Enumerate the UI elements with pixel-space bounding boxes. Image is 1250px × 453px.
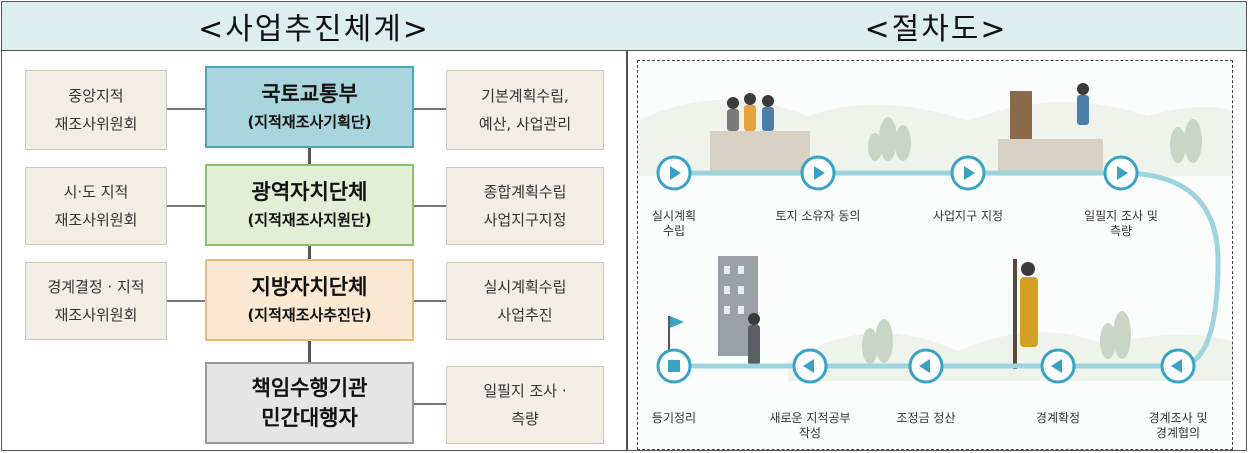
committee-line-2: 재조사위원회	[54, 306, 138, 324]
role-box-ministry: 기본계획수립, 예산, 사업관리	[446, 70, 604, 150]
surveyor-figure-icon	[1010, 83, 1089, 139]
step-label-district: 사업지구 지정	[933, 209, 1003, 224]
tree-cluster-icon	[862, 117, 1202, 364]
role-box-regional-gov: 종합계획수립 사업지구지정	[446, 167, 604, 245]
building-icon	[718, 256, 760, 365]
committee-box-province: 시·도 지적 재조사위원회	[25, 167, 167, 245]
flag-icon	[668, 316, 684, 351]
connector-h-right-0	[414, 108, 446, 110]
step-label-boundary-fix: 경계확정	[1036, 411, 1080, 426]
step-label-new-cadastre: 새로운 지적공부 작성	[769, 411, 850, 441]
step-label-line: 실시계획	[651, 209, 697, 223]
main-box-subtitle: 민간대행자	[261, 406, 358, 430]
step-label-boundary-survey: 경계조사 및 경계협의	[1148, 411, 1207, 441]
main-box-title: 지방자치단체	[251, 275, 368, 299]
role-line-2: 예산, 사업관리	[478, 115, 572, 133]
step-label-line: 토지 소유자 동의	[775, 209, 861, 223]
step-node-top-icon	[800, 155, 836, 191]
role-line-2: 사업지구지정	[483, 211, 567, 229]
step-label-consent: 토지 소유자 동의	[776, 209, 861, 224]
step-label-settlement: 조정금 정산	[896, 411, 955, 426]
panel-divider	[626, 50, 628, 450]
connector-h-right-1	[414, 205, 446, 207]
step-node-bottom-icon	[908, 348, 944, 384]
platform-shape	[710, 131, 810, 171]
step-node-bottom-icon	[1160, 348, 1196, 384]
connector-v2	[308, 244, 311, 262]
role-line-2: 사업추진	[497, 306, 553, 324]
committee-line-2: 재조사위원회	[54, 211, 138, 229]
procedure-flow: 실시계획 수립 토지 소유자 동의 사업지구 지정 일필지 조사 및 측량 등기…	[637, 60, 1233, 450]
main-box-title: 책임수행기관	[251, 376, 368, 400]
left-panel-title: <사업추진체계>	[2, 2, 627, 51]
flow-illustration	[638, 83, 1232, 384]
committee-line-1: 시·도 지적	[63, 183, 129, 201]
role-line-1: 실시계획수립	[483, 278, 567, 296]
role-line-2: 측량	[511, 410, 539, 428]
connector-v3	[308, 339, 311, 362]
step-label-line: 일필지 조사 및	[1084, 209, 1158, 223]
main-box-title: 국토교통부	[261, 82, 358, 106]
committee-line-1: 경계결정 · 지적	[47, 278, 145, 296]
committee-line-2: 재조사위원회	[54, 115, 138, 133]
step-node-top-icon	[950, 155, 986, 191]
committee-box-central: 중앙지적 재조사위원회	[25, 70, 167, 150]
role-line-1: 종합계획수립	[483, 183, 567, 201]
step-label-plan: 실시계획 수립	[652, 209, 696, 239]
committee-line-1: 중앙지적	[68, 87, 124, 105]
surveyor-figure-icon	[1013, 259, 1038, 369]
step-node-top-icon	[656, 155, 692, 191]
role-box-agency: 일필지 조사 · 측량	[446, 366, 604, 444]
step-label-line: 조정금 정산	[896, 411, 956, 425]
main-box-subtitle: (지적재조사기획단)	[247, 113, 372, 131]
connector-v1	[308, 148, 311, 166]
step-node-bottom-icon	[792, 348, 828, 384]
step-label-line: 등기정리	[651, 411, 697, 425]
main-box-regional-gov: 광역자치단체 (지적재조사지원단)	[205, 164, 414, 246]
step-label-line: 새로운 지적공부	[769, 411, 851, 425]
main-box-ministry: 국토교통부 (지적재조사기획단)	[205, 66, 414, 148]
step-label-line: 수립	[662, 224, 686, 238]
connector-h-right-2	[414, 300, 446, 302]
platform-shape	[998, 139, 1103, 171]
step-node-bottom-icon	[1040, 348, 1076, 384]
people-figure-icon	[727, 93, 774, 131]
role-line-1: 일필지 조사 ·	[483, 382, 567, 400]
connector-h-right-3	[414, 403, 446, 405]
step-label-line: 경계조사 및	[1148, 411, 1208, 425]
main-box-agency: 책임수행기관 민간대행자	[205, 362, 414, 444]
step-label-line: 사업지구 지정	[932, 209, 1004, 223]
step-node-end-icon	[656, 348, 692, 384]
step-label-line: 경계협의	[1155, 426, 1201, 440]
committee-box-local: 경계결정 · 지적 재조사위원회	[25, 262, 167, 340]
connector-h-left-2	[167, 300, 205, 302]
role-line-1: 기본계획수립,	[481, 87, 569, 105]
step-label-registry: 등기정리	[652, 411, 696, 426]
connector-h-left-1	[167, 205, 205, 207]
main-box-local-gov: 지방자치단체 (지적재조사추진단)	[205, 259, 414, 341]
step-label-line: 작성	[798, 426, 822, 440]
main-box-subtitle: (지적재조사추진단)	[247, 306, 372, 324]
step-label-line: 경계확정	[1035, 411, 1081, 425]
connector-h-left-0	[167, 108, 205, 110]
main-box-subtitle: (지적재조사지원단)	[247, 211, 372, 229]
step-node-top-icon	[1103, 155, 1139, 191]
flow-track	[668, 170, 1221, 369]
role-box-local-gov: 실시계획수립 사업추진	[446, 262, 604, 340]
right-panel-title: <절차도>	[626, 2, 1246, 51]
step-label-survey: 일필지 조사 및 측량	[1084, 209, 1158, 239]
main-box-title: 광역자치단체	[251, 180, 368, 204]
step-label-line: 측량	[1109, 224, 1133, 238]
